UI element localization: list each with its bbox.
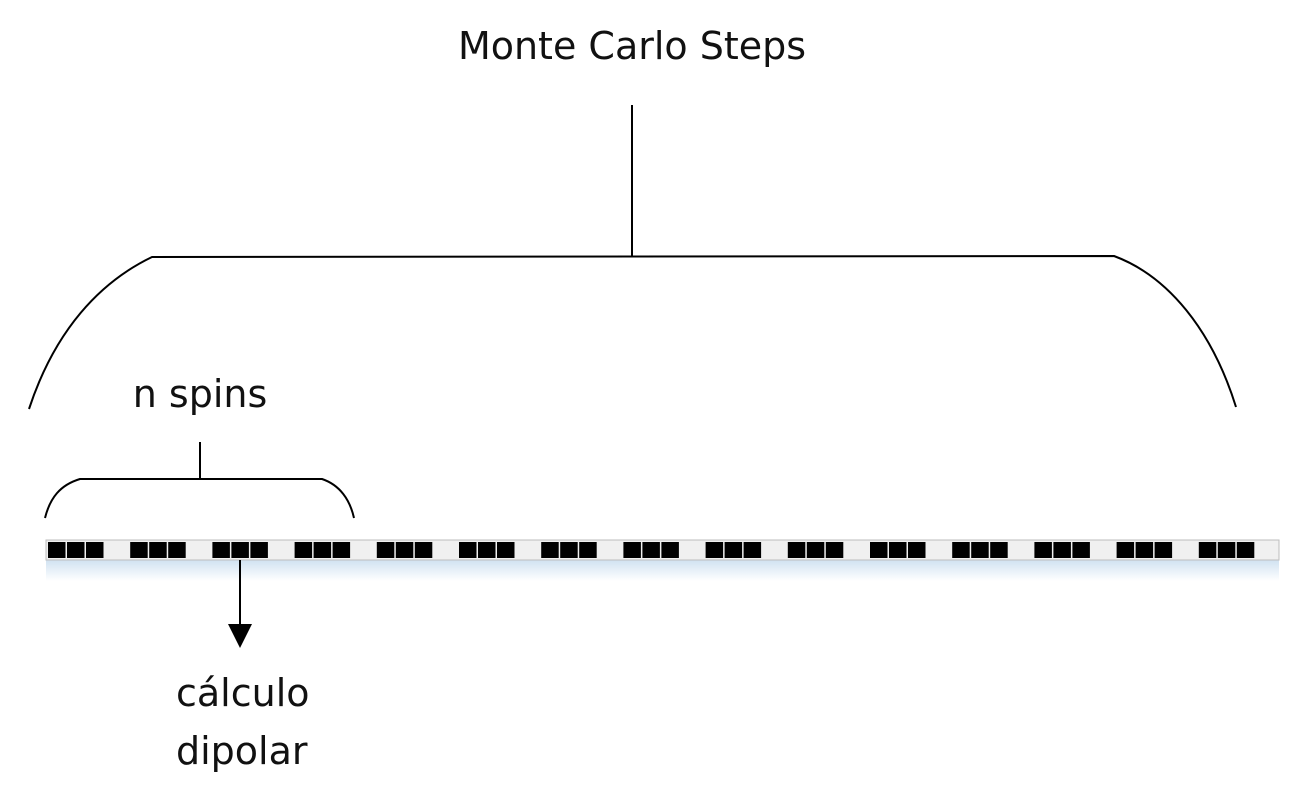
spin-chain xyxy=(45,539,1280,561)
spin-cell xyxy=(825,542,844,558)
spin-cell xyxy=(459,542,477,558)
spin-cell xyxy=(231,542,249,558)
result-label-line1: cálculo xyxy=(176,671,310,715)
monte-carlo-brace xyxy=(28,105,1237,410)
spin-cell xyxy=(724,542,743,558)
spin-cell xyxy=(787,542,806,558)
spin-cell xyxy=(414,542,433,558)
spin-cell xyxy=(870,542,888,558)
monte-carlo-brace-arc xyxy=(28,254,1237,410)
spin-cell xyxy=(1198,542,1217,558)
spin-cell xyxy=(313,542,332,558)
spin-cell xyxy=(1072,542,1090,558)
spin-cell xyxy=(541,542,559,558)
spin-cell xyxy=(376,542,395,558)
spin-cell xyxy=(743,542,762,558)
spin-cell xyxy=(1236,542,1255,558)
spin-cell xyxy=(1053,542,1071,558)
spin-chain-shadow xyxy=(46,559,1279,581)
spin-cell xyxy=(294,542,313,558)
spin-cell xyxy=(86,542,104,558)
spin-group-brace xyxy=(44,442,355,519)
result-label-line2: dipolar xyxy=(176,729,308,773)
spin-cell xyxy=(560,542,578,558)
spin-group-brace-arc xyxy=(44,478,355,519)
spin-cell xyxy=(250,542,268,558)
dipolar-arrow-head xyxy=(228,624,252,648)
spin-cell xyxy=(661,542,679,558)
spin-cell xyxy=(395,542,414,558)
title-label: Monte Carlo Steps xyxy=(458,24,806,68)
spin-cell xyxy=(149,542,167,558)
spin-cell xyxy=(889,542,907,558)
spin-cell xyxy=(1217,542,1236,558)
spin-cell xyxy=(67,542,85,558)
spin-cell xyxy=(497,542,515,558)
spin-cell xyxy=(705,542,724,558)
spin-cell xyxy=(212,542,230,558)
spin-cell xyxy=(971,542,989,558)
spin-cell xyxy=(168,542,186,558)
spin-cell xyxy=(1154,542,1173,558)
spin-cell xyxy=(806,542,825,558)
spin-cell xyxy=(623,542,641,558)
dipolar-arrow xyxy=(228,560,252,648)
spin-cell xyxy=(48,542,66,558)
group-label: n spins xyxy=(133,372,268,416)
spin-cell xyxy=(332,542,351,558)
spin-cell xyxy=(130,542,148,558)
spin-cell xyxy=(642,542,660,558)
spin-cell xyxy=(990,542,1008,558)
spin-cell xyxy=(908,542,926,558)
spin-cell xyxy=(1034,542,1052,558)
spin-cell xyxy=(579,542,597,558)
spin-cell xyxy=(1116,542,1135,558)
spin-cell xyxy=(1135,542,1154,558)
spin-cell xyxy=(478,542,496,558)
spin-cell xyxy=(952,542,970,558)
